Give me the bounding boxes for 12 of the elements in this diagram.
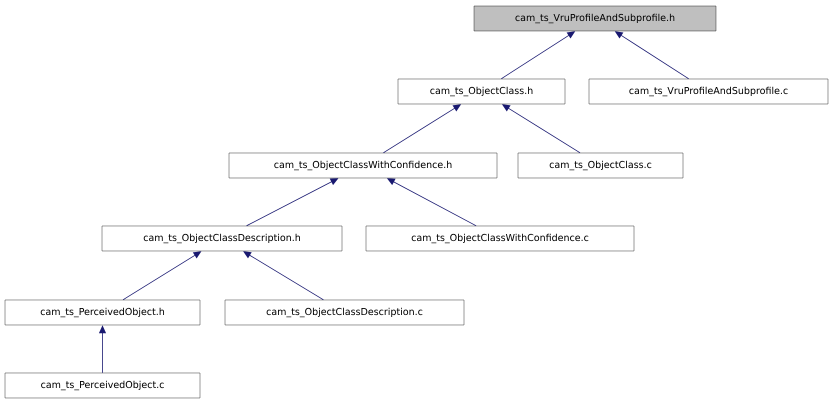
file-box: cam_ts_ObjectClassWithConfidence.h: [228, 152, 498, 178]
file-box: cam_ts_ObjectClassDescription.h: [102, 226, 342, 252]
arrow: [243, 251, 324, 300]
file-box: cam_ts_ObjectClass.h: [398, 78, 566, 104]
file-box: cam_ts_ObjectClassWithConfidence.c: [366, 226, 634, 252]
arrow: [122, 251, 202, 300]
file-box: cam_ts_PerceivedObject.h: [4, 300, 200, 326]
file-box: cam_ts_PerceivedObject.c: [4, 372, 200, 398]
file-box: cam_ts_VruProfileAndSubprofile.h: [474, 6, 716, 32]
file-box: cam_ts_ObjectClass.c: [518, 152, 684, 178]
file-box: cam_ts_VruProfileAndSubprofile.c: [588, 78, 828, 104]
file-box: cam_ts_ObjectClassDescription.c: [224, 300, 464, 326]
